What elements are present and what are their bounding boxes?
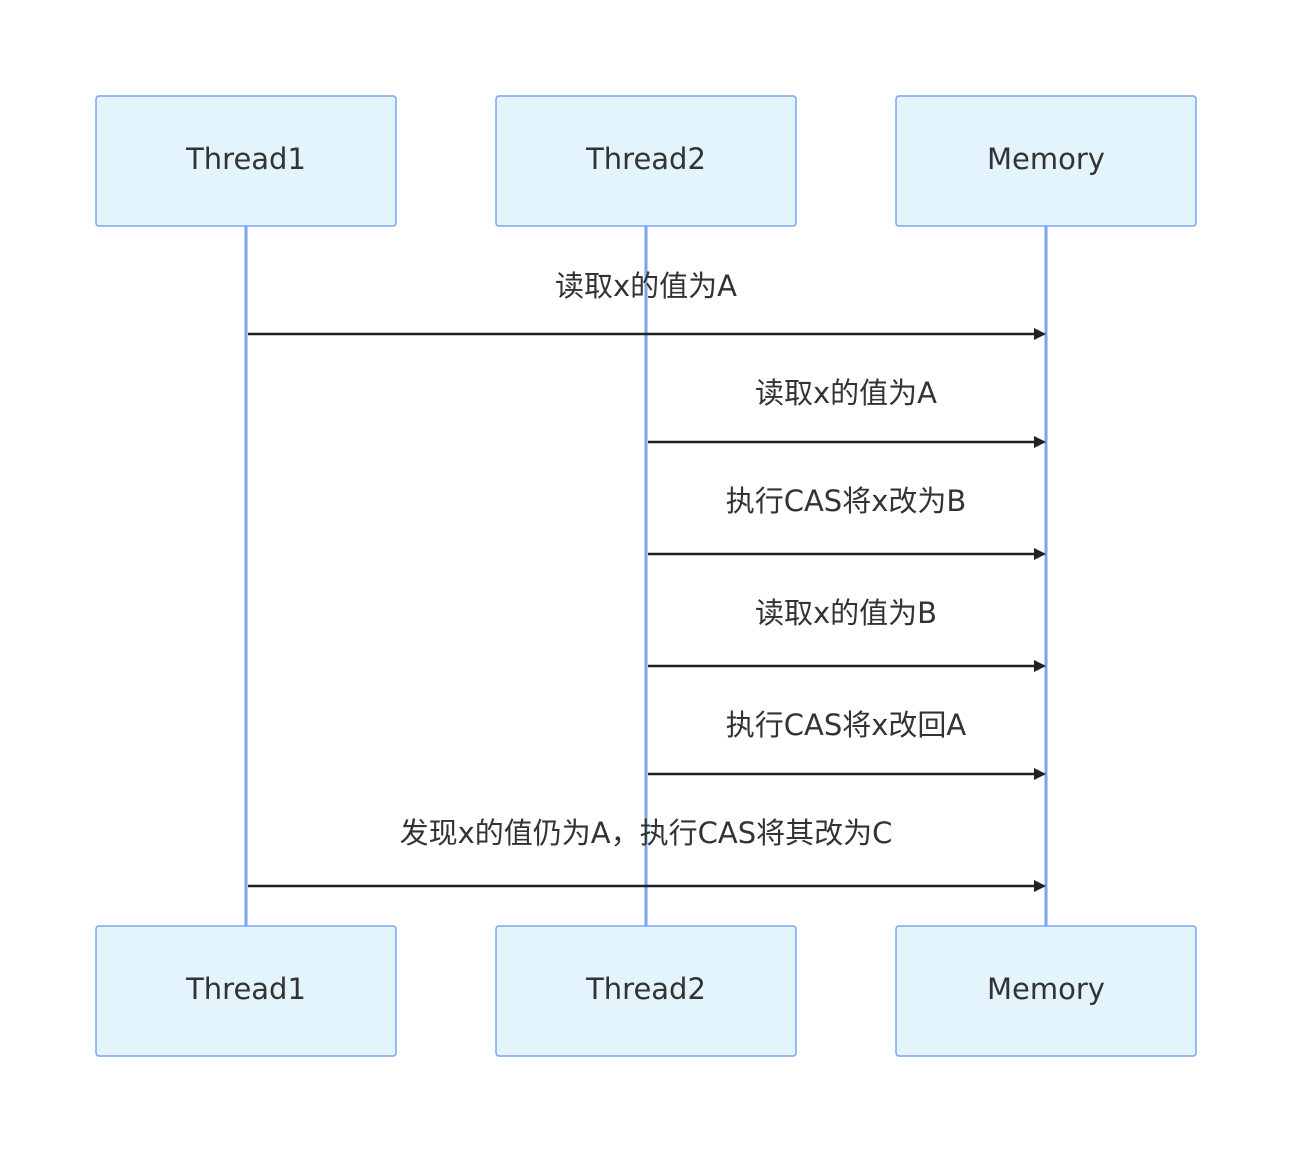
message-label: 执行CAS将x改回A <box>726 708 967 742</box>
actor-label: Thread1 <box>185 972 306 1006</box>
actor-thread1-bottom: Thread1 <box>95 925 397 1057</box>
message-5: 执行CAS将x改回A <box>648 708 1046 780</box>
message-1: 读取x的值为A <box>248 269 1046 340</box>
actor-memory-bottom: Memory <box>895 925 1197 1057</box>
actor-label: Memory <box>987 972 1105 1006</box>
message-6: 发现x的值仍为A，执行CAS将其改为C <box>248 816 1046 892</box>
message-2: 读取x的值为A <box>648 376 1046 448</box>
actor-memory-top: Memory <box>895 95 1197 227</box>
actor-box <box>495 925 797 1057</box>
actor-label: Memory <box>987 142 1105 176</box>
message-label: 发现x的值仍为A，执行CAS将其改为C <box>400 816 893 850</box>
actor-thread2-top: Thread2 <box>495 95 797 227</box>
message-label: 执行CAS将x改为B <box>726 484 967 518</box>
actor-box <box>895 925 1197 1057</box>
actor-label: Thread2 <box>585 142 706 176</box>
actor-label: Thread1 <box>185 142 306 176</box>
message-label: 读取x的值为B <box>755 596 937 630</box>
message-label: 读取x的值为A <box>755 376 937 410</box>
actor-box <box>95 95 397 227</box>
message-3: 执行CAS将x改为B <box>648 484 1046 560</box>
actor-box <box>895 95 1197 227</box>
message-label: 读取x的值为A <box>555 269 737 303</box>
actor-box <box>95 925 397 1057</box>
actor-thread1-top: Thread1 <box>95 95 397 227</box>
message-4: 读取x的值为B <box>648 596 1046 672</box>
actor-box <box>495 95 797 227</box>
actor-thread2-bottom: Thread2 <box>495 925 797 1057</box>
actor-label: Thread2 <box>585 972 706 1006</box>
